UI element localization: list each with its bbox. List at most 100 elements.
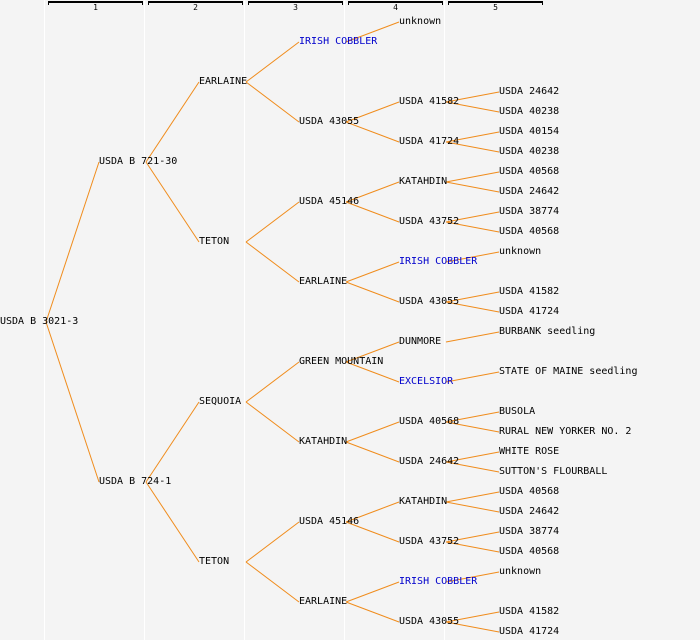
variety-name: USDA 40238 [499,146,560,157]
parent-link-line [245,241,300,283]
variety-name: USDA 40238 [499,106,560,117]
variety-name: TETON [199,236,230,247]
variety-name: USDA 43055 [299,116,360,127]
variety-name: USDA B 3021-3 [0,316,79,327]
variety-name: KATAHDIN [299,436,348,447]
parent-link-line [145,81,200,163]
variety-name: USDA 24642 [399,456,460,467]
generation-header-3: 3 [248,1,343,13]
parent-link-line [445,211,500,223]
generation-header-5: 5 [448,1,543,13]
variety-link[interactable]: IRISH COBBLER [299,36,378,47]
parent-link-line [245,521,300,563]
parent-link-line [445,291,500,303]
parent-link-line [345,121,400,143]
variety-name: USDA 24642 [499,86,560,97]
parent-link-line [445,141,500,153]
variety-name: EARLAINE [299,596,348,607]
variety-name: KATAHDIN [399,176,448,187]
variety-name: USDA 40568 [499,546,560,557]
column-divider [144,0,145,640]
generation-number: 4 [393,3,398,12]
variety-name: USDA 41582 [399,96,460,107]
variety-name: USDA B 724-1 [99,476,172,487]
parent-link-line [245,201,300,243]
parent-link-line [245,361,300,403]
variety-name: USDA 41582 [499,606,560,617]
variety-name: unknown [499,246,542,257]
variety-name: USDA 41582 [499,286,560,297]
parent-link-line [445,421,500,433]
parent-link-line [445,611,500,623]
parent-link-line [45,321,100,483]
parent-link-line [445,171,500,183]
variety-link[interactable]: IRISH COBBLER [399,256,478,267]
parent-link-line [45,161,100,323]
generation-number: 1 [93,3,98,12]
parent-link-line [445,621,500,633]
variety-name: USDA 41724 [499,626,560,637]
parent-link-line [345,521,400,543]
parent-link-line [345,181,400,203]
variety-name: USDA 41724 [399,136,460,147]
variety-name: USDA 40568 [399,416,460,427]
parent-link-line [345,281,400,303]
variety-link[interactable]: EXCELSIOR [399,376,454,387]
variety-name: USDA 40568 [499,486,560,497]
parent-link-line [145,161,200,243]
variety-name: SEQUOIA [199,396,242,407]
parent-link-line [445,331,500,343]
variety-name: BUSOLA [499,406,536,417]
variety-link[interactable]: IRISH COBBLER [399,576,478,587]
variety-name: USDA 40568 [499,226,560,237]
parent-link-line [345,201,400,223]
variety-name: USDA 38774 [499,526,560,537]
parent-link-line [445,461,500,473]
variety-name: USDA 24642 [499,186,560,197]
variety-name: USDA 41724 [499,306,560,317]
parent-link-line [445,491,500,503]
generation-header-4: 4 [348,1,443,13]
variety-name: USDA 45146 [299,196,360,207]
column-divider [344,0,345,640]
parent-link-line [245,561,300,603]
parent-link-line [345,421,400,443]
variety-name: GREEN MOUNTAIN [299,356,384,367]
parent-link-line [345,581,400,603]
variety-name: EARLAINE [199,76,248,87]
parent-link-line [445,181,500,193]
variety-name: USDA 38774 [499,206,560,217]
parent-link-line [145,481,200,563]
variety-name: USDA 45146 [299,516,360,527]
variety-name: TETON [199,556,230,567]
parent-link-line [145,401,200,483]
parent-link-line [345,361,400,383]
parent-link-line [345,101,400,123]
variety-name: EARLAINE [299,276,348,287]
variety-name: USDA 43752 [399,536,460,547]
generation-number: 3 [293,3,298,12]
variety-name: USDA 24642 [499,506,560,517]
parent-link-line [445,91,500,103]
variety-name: USDA 43752 [399,216,460,227]
parent-link-line [445,101,500,113]
parent-link-line [445,411,500,423]
parent-link-line [345,441,400,463]
variety-name: USDA 40568 [499,166,560,177]
generation-header-1: 1 [48,1,143,13]
parent-link-line [445,541,500,553]
variety-name: USDA 43055 [399,616,460,627]
variety-name: USDA 40154 [499,126,560,137]
parent-link-line [445,571,500,583]
parent-link-line [245,41,300,83]
parent-link-line [445,251,500,263]
variety-name: SUTTON'S FLOURBALL [499,466,608,477]
parent-link-line [445,221,500,233]
parent-link-line [445,531,500,543]
parent-link-line [445,131,500,143]
variety-name: STATE OF MAINE seedling [499,366,638,377]
parent-link-line [445,501,500,513]
variety-name: BURBANK seedling [499,326,596,337]
parent-link-line [345,601,400,623]
generation-number: 5 [493,3,498,12]
